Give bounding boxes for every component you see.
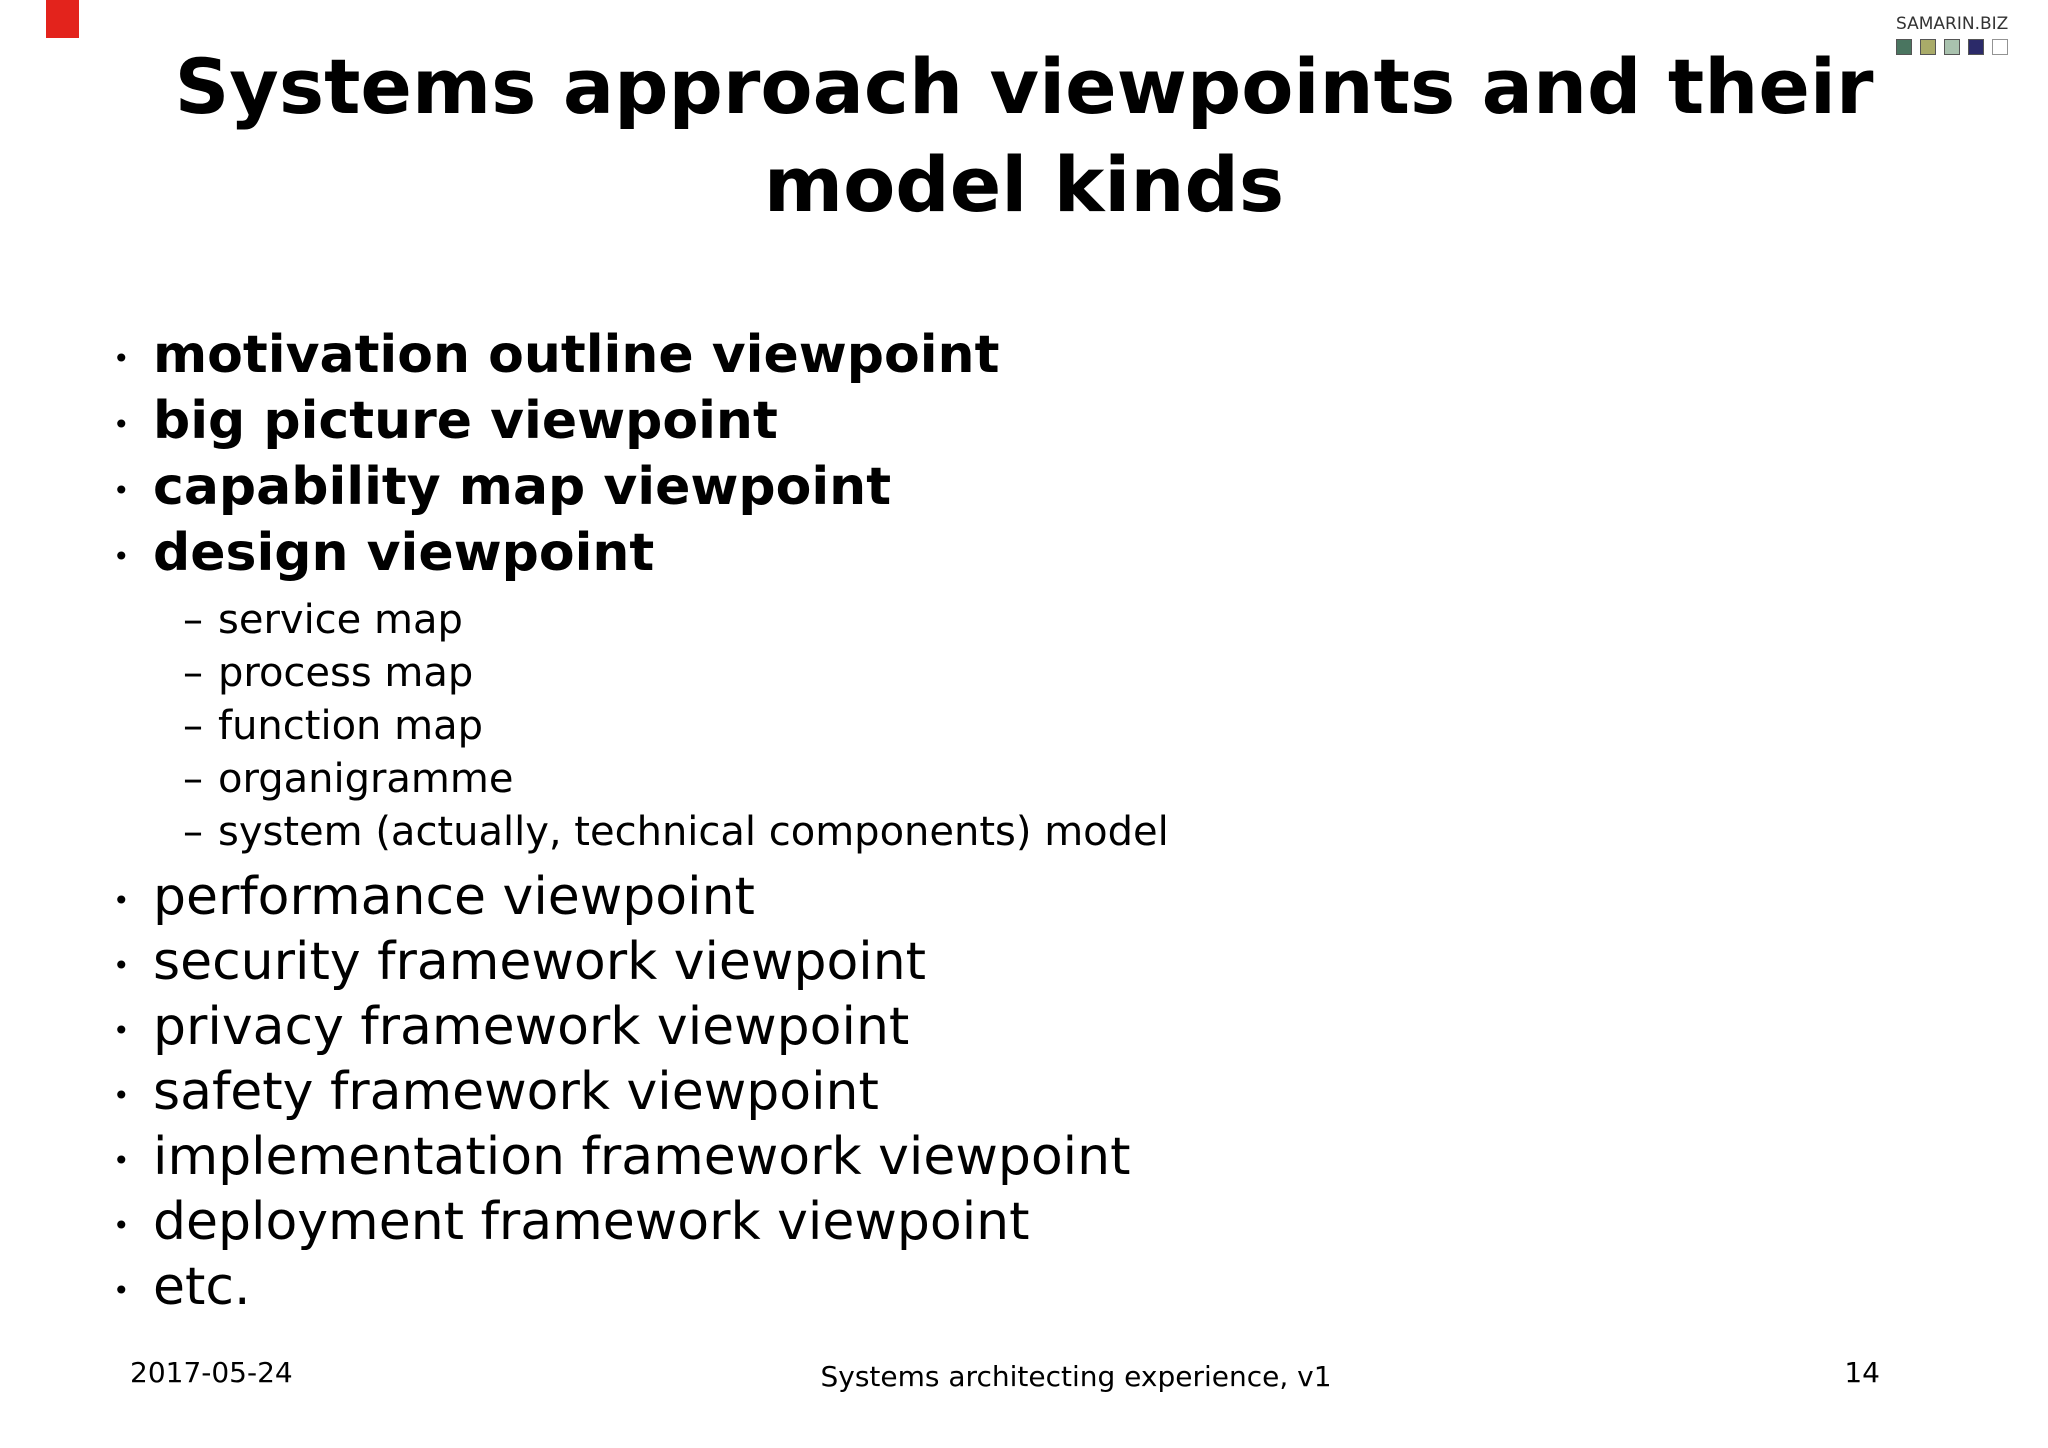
bullet-dot-icon: • — [113, 1014, 130, 1047]
dash-icon: – — [183, 650, 203, 696]
bullet-dot-icon: • — [113, 1144, 130, 1177]
red-accent-tab — [46, 0, 79, 38]
dash-icon: – — [183, 597, 203, 643]
bullet-dot-icon: • — [113, 342, 130, 375]
sub-label: system (actually, technical components) … — [218, 809, 1169, 855]
logo-sage-square — [1944, 39, 1960, 55]
bullet-privacy-framework: • privacy framework viewpoint — [0, 995, 2048, 1060]
footer-date: 2017-05-24 — [130, 1356, 293, 1389]
samarin-logo: SAMARIN.BIZ — [1896, 14, 2008, 55]
bullet-safety-framework: • safety framework viewpoint — [0, 1060, 2048, 1125]
sub-function-map: –function map — [0, 700, 2048, 753]
bullet-dot-icon: • — [113, 1079, 130, 1112]
bullet-label: big picture viewpoint — [153, 391, 778, 451]
bullet-design: • design viewpoint — [0, 520, 2048, 586]
bullet-implementation-framework: • implementation framework viewpoint — [0, 1125, 2048, 1190]
dash-icon: – — [183, 756, 203, 802]
logo-navy-square — [1968, 39, 1984, 55]
sub-label: function map — [218, 703, 483, 749]
bullet-motivation-outline: • motivation outline viewpoint — [0, 322, 2048, 388]
logo-white-square — [1992, 39, 2008, 55]
footer-page-number: 14 — [1844, 1356, 1880, 1389]
bullet-dot-icon: • — [113, 540, 130, 573]
sub-organigramme: –organigramme — [0, 753, 2048, 806]
bullet-capability-map: • capability map viewpoint — [0, 454, 2048, 520]
logo-dark-green-square — [1896, 39, 1912, 55]
bullet-label: security framework viewpoint — [153, 932, 927, 992]
slide-title-line1: Systems approach viewpoints and their — [174, 42, 1874, 131]
bullet-etc: • etc. — [0, 1255, 2048, 1320]
sub-process-map: –process map — [0, 647, 2048, 700]
dash-icon: – — [183, 809, 203, 855]
bullet-dot-icon: • — [113, 949, 130, 982]
slide-title: Systems approach viewpoints and their mo… — [0, 38, 2048, 234]
bullet-label: design viewpoint — [153, 523, 655, 583]
bullet-deployment-framework: • deployment framework viewpoint — [0, 1190, 2048, 1255]
bullet-dot-icon: • — [113, 884, 130, 917]
bullet-label: motivation outline viewpoint — [153, 325, 1000, 385]
bullet-dot-icon: • — [113, 474, 130, 507]
bullet-dot-icon: • — [113, 408, 130, 441]
bullet-label: performance viewpoint — [153, 867, 755, 927]
bullet-security-framework: • security framework viewpoint — [0, 930, 2048, 995]
slide-title-line2: model kinds — [763, 140, 1285, 229]
bullet-dot-icon: • — [113, 1209, 130, 1242]
sub-label: organigramme — [218, 756, 514, 802]
bullet-label: safety framework viewpoint — [153, 1062, 879, 1122]
logo-color-squares — [1896, 39, 2008, 55]
sub-label: process map — [218, 650, 474, 696]
logo-text: SAMARIN.BIZ — [1896, 14, 2009, 34]
bullet-big-picture: • big picture viewpoint — [0, 388, 2048, 454]
bullet-label: capability map viewpoint — [153, 457, 892, 517]
design-sub-list: –service map –process map –function map … — [0, 586, 2048, 865]
bullet-performance: • performance viewpoint — [0, 865, 2048, 930]
bullet-label: privacy framework viewpoint — [153, 997, 910, 1057]
sub-system-model: –system (actually, technical components)… — [0, 806, 2048, 859]
bullet-list: • motivation outline viewpoint • big pictu… — [0, 322, 2048, 1320]
dash-icon: – — [183, 703, 203, 749]
bullet-label: deployment framework viewpoint — [153, 1192, 1030, 1252]
bullet-label: implementation framework viewpoint — [153, 1127, 1131, 1187]
bullet-label: etc. — [153, 1257, 251, 1317]
bullet-dot-icon: • — [113, 1274, 130, 1307]
sub-service-map: –service map — [0, 594, 2048, 647]
footer-deck-title: Systems architecting experience, v1 — [820, 1360, 1332, 1393]
logo-olive-square — [1920, 39, 1936, 55]
sub-label: service map — [218, 597, 463, 643]
